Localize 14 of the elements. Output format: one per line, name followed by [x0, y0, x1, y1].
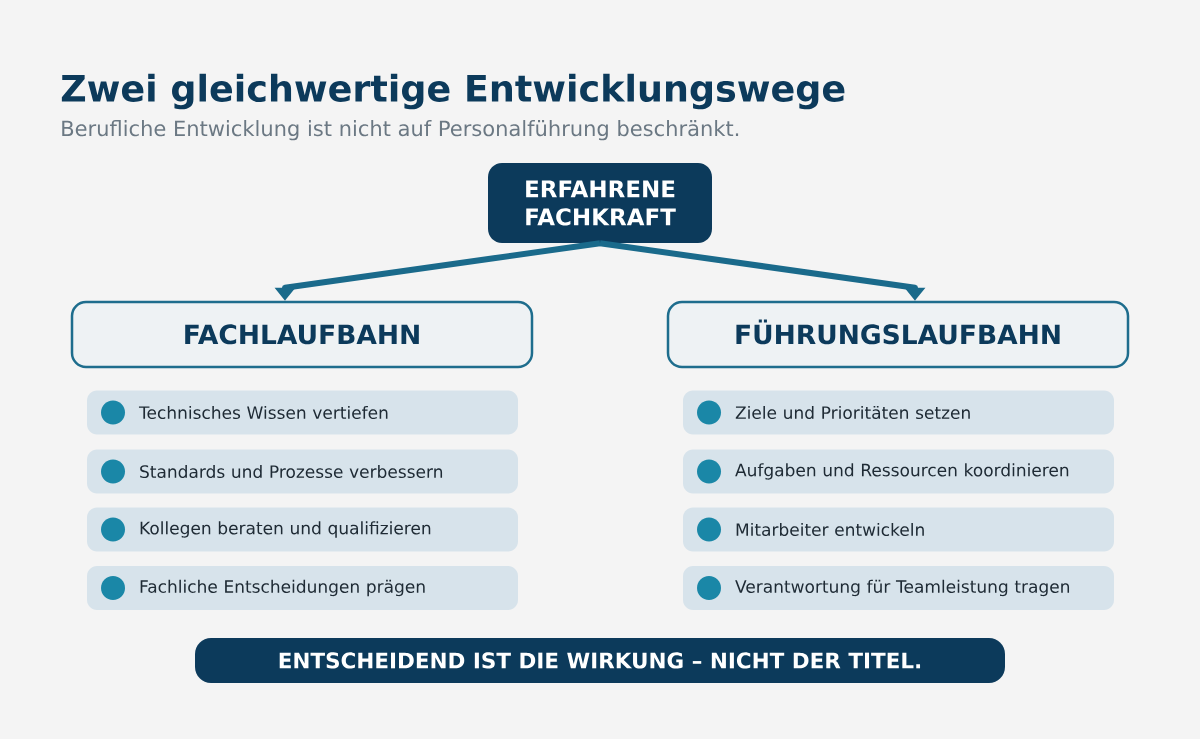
subtitle: Berufliche Entwicklung ist nicht auf Personalführung beschränkt.: [62, 120, 739, 141]
banner: ENTSCHEIDEND IST DIE WIRKUNG – NICHT DER TITEL.: [195, 638, 1005, 683]
role-box: ERFAHRENE FACHKRAFT: [488, 163, 712, 243]
list-item: Mitarbeiter entwickeln: [683, 507, 1114, 552]
list-item: Fachliche Entscheidungen prägen: [87, 566, 518, 610]
list-item: Aufgaben und Ressourcen koordinieren: [683, 449, 1114, 494]
list-item: Kollegen beraten und qualifizieren: [87, 507, 518, 552]
list-item: Verantwortung für Teamleistung tragen: [683, 566, 1114, 610]
list-item: Technisches Wissen vertiefen: [87, 390, 518, 435]
heading-box: FACHLAUFBAHN: [70, 300, 534, 369]
list-item: Standards und Prozesse verbessern: [87, 449, 518, 494]
list-item: Ziele und Prioritäten setzen: [683, 390, 1114, 435]
title: Zwei gleichwertige Entwicklungswege: [61, 73, 845, 110]
heading-box: FÜHRUNGSLAUFBAHN: [666, 300, 1130, 369]
